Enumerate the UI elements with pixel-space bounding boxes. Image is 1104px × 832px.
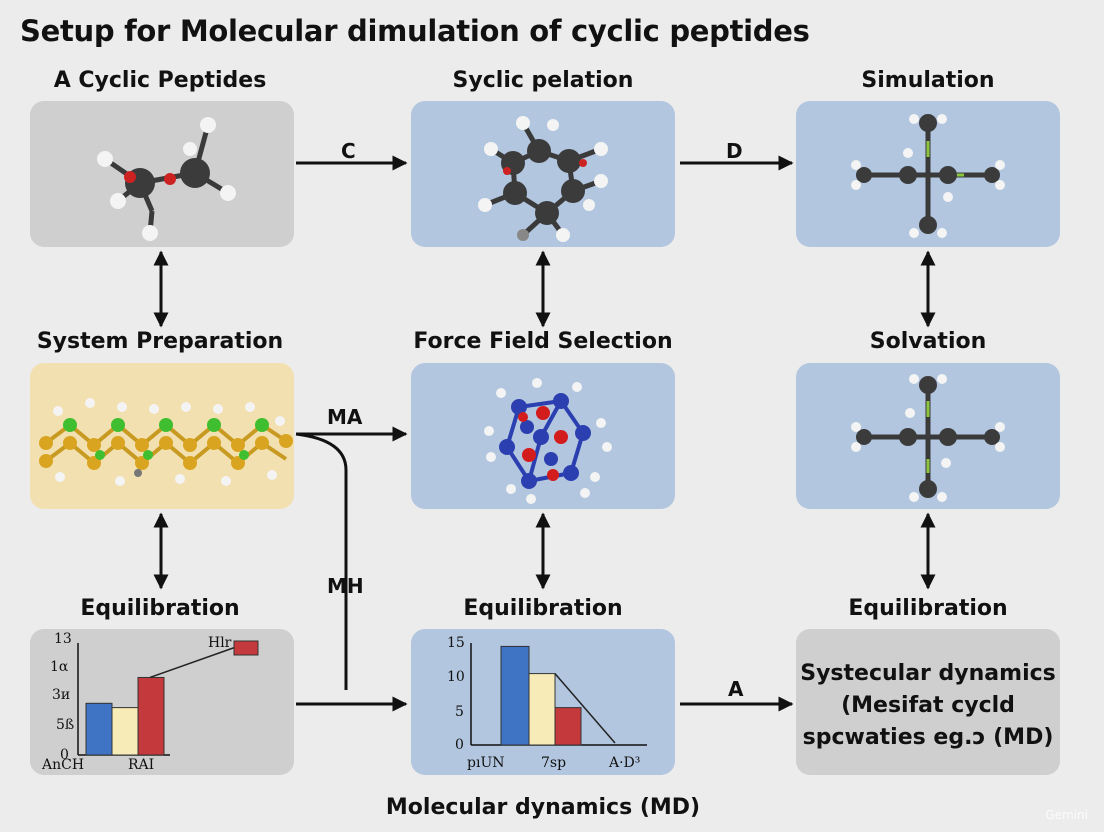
chart1-trend-line xyxy=(149,646,237,679)
label-solvation: Solvation xyxy=(869,329,987,354)
molecule-chain-image xyxy=(39,398,293,486)
molecule-tetra-image-2 xyxy=(851,374,1005,502)
arrow-label-ma: MA xyxy=(327,405,363,429)
diagram-title: Setup for Molecular dimulation of cyclic… xyxy=(20,14,810,48)
molecule-ring-image xyxy=(478,116,608,242)
panel-cyclic-peptides xyxy=(30,101,294,247)
chart1-ytick-3u: 3и xyxy=(52,687,71,703)
chart2-xtick-1: pıUN xyxy=(467,755,505,771)
chart2-ytick-15: 15 xyxy=(447,635,465,651)
md-summary-line-3: spcwaties eg.ɔ (MD) xyxy=(802,725,1054,750)
chart2-xtick-2: 7ѕp xyxy=(541,755,567,771)
arrow-label-d: D xyxy=(726,139,743,163)
panel-equilibration-chart-left: 13 1α 3и 5ß 0 AnCH RAI Hlr xyxy=(30,629,294,775)
chart2-bar-3 xyxy=(554,707,582,746)
chart2-ytick-0: 0 xyxy=(455,737,464,753)
chart1-ytick-0: 0 xyxy=(60,747,69,763)
label-force-field-selection: Force Field Selection xyxy=(413,329,673,354)
equilibration-bar-chart-left xyxy=(77,640,259,756)
chart1-ytick-5b: 5ß xyxy=(56,717,75,733)
panel-simulation xyxy=(796,101,1060,247)
chart2-xtick-3: A·D³ xyxy=(609,755,641,771)
chart1-xtick-anch: AnCH xyxy=(42,757,85,773)
panel-force-field-selection xyxy=(411,363,675,509)
md-summary-text: Systecular dynamics (Mesifat cycld spcwa… xyxy=(796,658,1060,754)
label-cyclic-peptides: A Cyclic Peptides xyxy=(53,68,267,93)
arrow-label-a: A xyxy=(728,677,744,701)
panel-solvation xyxy=(796,363,1060,509)
label-system-preparation: System Preparation xyxy=(36,329,284,354)
label-simulation: Simulation xyxy=(861,68,995,93)
chart1-bar-2 xyxy=(111,707,139,756)
label-equilibration-left: Equilibration xyxy=(80,596,240,621)
chart2-ytick-5: 5 xyxy=(455,704,464,720)
arrow-mh-path xyxy=(295,432,348,690)
molecule-cluster-image xyxy=(484,378,612,504)
chart1-ytick-1a: 1α xyxy=(50,659,69,675)
chart2-bar-1 xyxy=(500,645,530,746)
arrow-label-mh: MH xyxy=(327,574,364,598)
chart1-xtick-rai: RAI xyxy=(128,757,155,773)
equilibration-bar-chart-mid xyxy=(470,643,647,746)
molecule-tetra-image xyxy=(851,114,1005,238)
chart1-bar-4 xyxy=(233,640,259,656)
chart1-ytick-13: 13 xyxy=(54,631,72,647)
chart2-trend-line xyxy=(554,673,616,744)
chart2-bar-2 xyxy=(528,673,556,746)
panel-equilibration-chart-mid: 15 10 5 0 pıUN 7ѕp A·D³ xyxy=(411,629,675,775)
label-equilibration-right: Equilibration xyxy=(848,596,1008,621)
chart1-annotation-hlr: Hlr xyxy=(208,635,232,651)
caption-molecular-dynamics: Molecular dynamics (MD) xyxy=(385,795,701,820)
panel-system-preparation xyxy=(30,363,294,509)
md-summary-line-1: Systecular dynamics xyxy=(800,661,1056,686)
chart2-ytick-10: 10 xyxy=(447,669,465,685)
chart1-bar-1 xyxy=(85,702,113,756)
md-summary-line-2: (Mesifat cycld xyxy=(841,693,1015,718)
molecule-small-image xyxy=(97,117,236,241)
panel-md-summary xyxy=(796,629,1060,775)
watermark: Gemini xyxy=(1045,808,1088,822)
label-equilibration-mid: Equilibration xyxy=(463,596,623,621)
panel-syclic-pelation xyxy=(411,101,675,247)
arrow-label-c: C xyxy=(341,139,356,163)
chart1-bar-3 xyxy=(137,676,165,756)
label-syclic-pelation: Syclic pelation xyxy=(452,68,634,93)
